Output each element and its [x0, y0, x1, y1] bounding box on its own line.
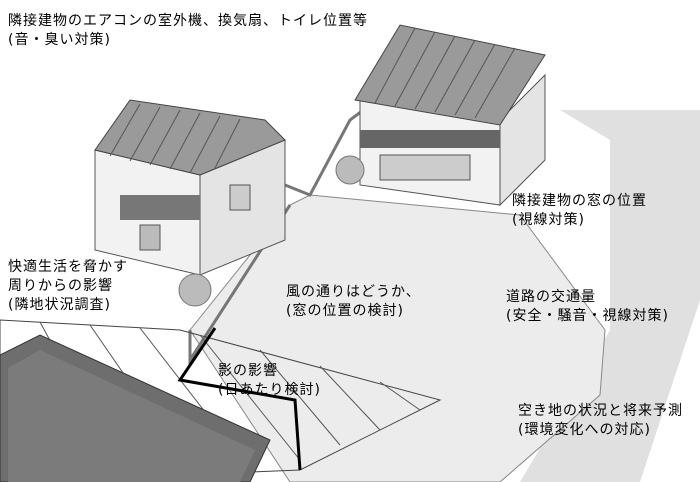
- right-house: [354, 24, 546, 207]
- label-shadow: 影の影響 (日あたり検討): [218, 362, 321, 400]
- label-line: (日あたり検討): [218, 382, 321, 398]
- label-neighbor-windows: 隣接建物の窓の位置 (視線対策): [512, 192, 647, 230]
- label-line: 周りからの影響: [8, 278, 113, 294]
- label-neighbor-equipment: 隣接建物のエアコンの室外機、換気扇、トイレ位置等 (音・臭い対策): [8, 12, 368, 50]
- fence: [188, 204, 292, 366]
- shadow-area: [0, 319, 442, 482]
- label-line: 空き地の状況と将来予測: [518, 403, 683, 419]
- label-line: 隣接建物のエアコンの室外機、換気扇、トイレ位置等: [8, 13, 368, 29]
- tree: [335, 155, 365, 185]
- label-line: (窓の位置の検討): [286, 303, 404, 319]
- label-line: 影の影響: [218, 363, 278, 379]
- label-surroundings: 快適生活を脅かす 周りからの影響 (隣地状況調査): [8, 258, 128, 315]
- label-line: 風の通りはどうか、: [286, 284, 421, 300]
- label-line: (環境変化への対応): [518, 422, 651, 438]
- shadow-boundary: [177, 327, 302, 471]
- left-house: [94, 99, 286, 276]
- label-line: (安全・騒音・視線対策): [506, 308, 669, 324]
- label-wind: 風の通りはどうか、 (窓の位置の検討): [286, 283, 421, 321]
- label-line: 道路の交通量: [506, 289, 596, 305]
- label-line: 快適生活を脅かす: [8, 259, 128, 275]
- label-line: (視線対策): [512, 212, 585, 228]
- label-line: 隣接建物の窓の位置: [512, 193, 647, 209]
- road: [520, 110, 700, 482]
- label-line: (音・臭い対策): [8, 32, 111, 48]
- label-traffic: 道路の交通量 (安全・騒音・視線対策): [506, 288, 669, 326]
- label-line: (隣地状況調査): [8, 297, 111, 313]
- tree: [178, 273, 212, 307]
- label-vacant-lot: 空き地の状況と将来予測 (環境変化への対応): [518, 402, 683, 440]
